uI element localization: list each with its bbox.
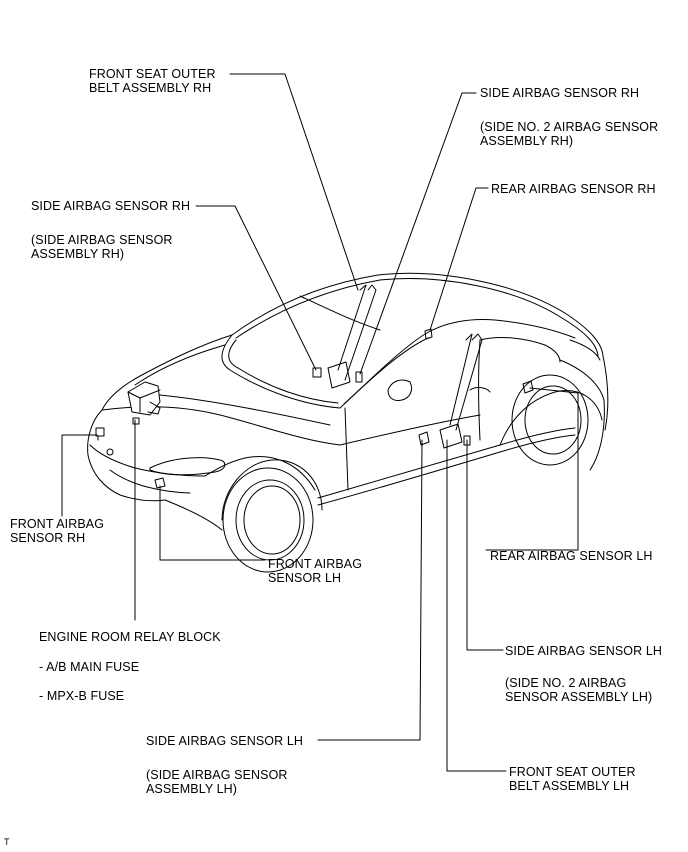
- label-side-airbag-sensor-lh-right: SIDE AIRBAG SENSOR LH: [505, 644, 663, 658]
- label-side-airbag-sensor-lh-right-sub: (SIDE NO. 2 AIRBAG SENSOR ASSEMBLY LH): [505, 676, 653, 704]
- label-ab-main-fuse: - A/B MAIN FUSE: [39, 660, 140, 674]
- label-rear-airbag-sensor-lh: REAR AIRBAG SENSOR LH: [490, 549, 653, 563]
- label-engine-room-relay-block: ENGINE ROOM RELAY BLOCK: [39, 630, 221, 644]
- label-side-airbag-sensor-lh-bottom-sub: (SIDE AIRBAG SENSOR ASSEMBLY LH): [146, 768, 288, 796]
- label-front-airbag-sensor-rh: FRONT AIRBAG SENSOR RH: [10, 517, 105, 545]
- label-front-seat-outer-belt-rh: FRONT SEAT OUTER BELT ASSEMBLY RH: [89, 67, 216, 95]
- label-front-airbag-sensor-lh: FRONT AIRBAG SENSOR LH: [268, 557, 363, 585]
- component-parts: [95, 284, 534, 489]
- corner-mark: T: [4, 837, 10, 847]
- label-side-airbag-sensor-rh-left-sub: (SIDE AIRBAG SENSOR ASSEMBLY RH): [31, 233, 173, 261]
- leader-lines: [61, 73, 579, 772]
- label-side-airbag-sensor-rh-upper-sub: (SIDE NO. 2 AIRBAG SENSOR ASSEMBLY RH): [480, 120, 659, 148]
- label-side-airbag-sensor-lh-bottom: SIDE AIRBAG SENSOR LH: [146, 734, 304, 748]
- label-side-airbag-sensor-rh-upper: SIDE AIRBAG SENSOR RH: [480, 86, 640, 100]
- label-front-seat-outer-belt-lh: FRONT SEAT OUTER BELT ASSEMBLY LH: [509, 765, 636, 793]
- label-mpxb-fuse: - MPX-B FUSE: [39, 689, 125, 703]
- label-side-airbag-sensor-rh-left: SIDE AIRBAG SENSOR RH: [31, 199, 191, 213]
- car-body: [87, 272, 609, 573]
- label-rear-airbag-sensor-rh: REAR AIRBAG SENSOR RH: [491, 182, 656, 196]
